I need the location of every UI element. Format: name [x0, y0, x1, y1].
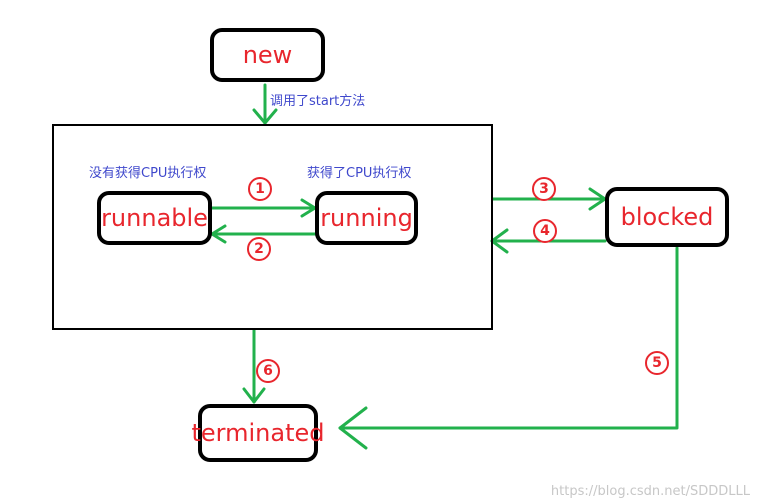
transition-marker-5: 5 [645, 351, 669, 375]
transition-marker-2: 2 [247, 237, 271, 261]
arrow-5 [338, 246, 679, 430]
transition-marker-6: 6 [256, 359, 280, 383]
transition-marker-3: 3 [532, 177, 556, 201]
arrow-6-head [242, 387, 266, 404]
state-terminated-label: terminated [191, 419, 325, 447]
arrow-5-head [338, 406, 368, 450]
call-start-label: 调用了start方法 [270, 94, 366, 109]
state-runnable-label: runnable [101, 204, 208, 232]
arrow-2-head [210, 224, 227, 244]
state-running-label: running [320, 204, 413, 232]
transition-marker-1: 1 [248, 177, 272, 201]
transition-marker-4: 4 [533, 219, 557, 243]
state-terminated: terminated [192, 404, 325, 462]
state-new: new [210, 28, 325, 82]
watermark-url: https://blog.csdn.net/SDDDLLL [550, 484, 750, 499]
no-cpu-label: 没有获得CPU执行权 [89, 166, 207, 181]
start-arrowhead [252, 108, 278, 125]
state-blocked: blocked [605, 187, 729, 247]
got-cpu-label: 获得了CPU执行权 [307, 166, 412, 181]
state-new-label: new [242, 41, 293, 69]
state-runnable: runnable [97, 191, 212, 245]
state-running: running [315, 191, 418, 245]
runtime-container [52, 124, 493, 330]
state-blocked-label: blocked [620, 203, 714, 231]
